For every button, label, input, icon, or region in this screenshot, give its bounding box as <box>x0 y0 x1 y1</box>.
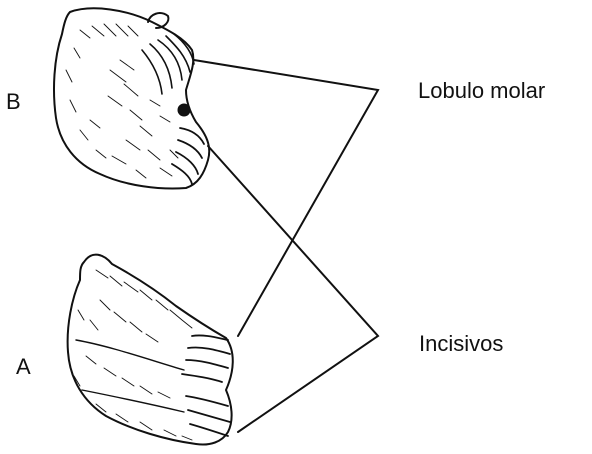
specimen-b-hatching <box>66 24 178 178</box>
label-incisivos: Incisivos <box>419 331 503 356</box>
label-lobulo-molar: Lobulo molar <box>418 78 545 103</box>
specimen-a-incisors <box>182 335 230 436</box>
leader-line-incisors <box>208 146 378 432</box>
specimen-b-drawing <box>54 8 209 188</box>
specimen-b-small-tooth <box>178 104 190 116</box>
specimen-b-outline <box>54 8 209 188</box>
panel-b-letter: B <box>6 89 21 114</box>
panel-a-letter: A <box>16 354 31 379</box>
specimen-a-contour <box>76 340 184 412</box>
leader-line-molar <box>194 60 378 336</box>
specimen-a-drawing <box>68 255 233 445</box>
leader-lines <box>194 60 378 432</box>
specimen-b-incisor-edge <box>172 128 204 184</box>
